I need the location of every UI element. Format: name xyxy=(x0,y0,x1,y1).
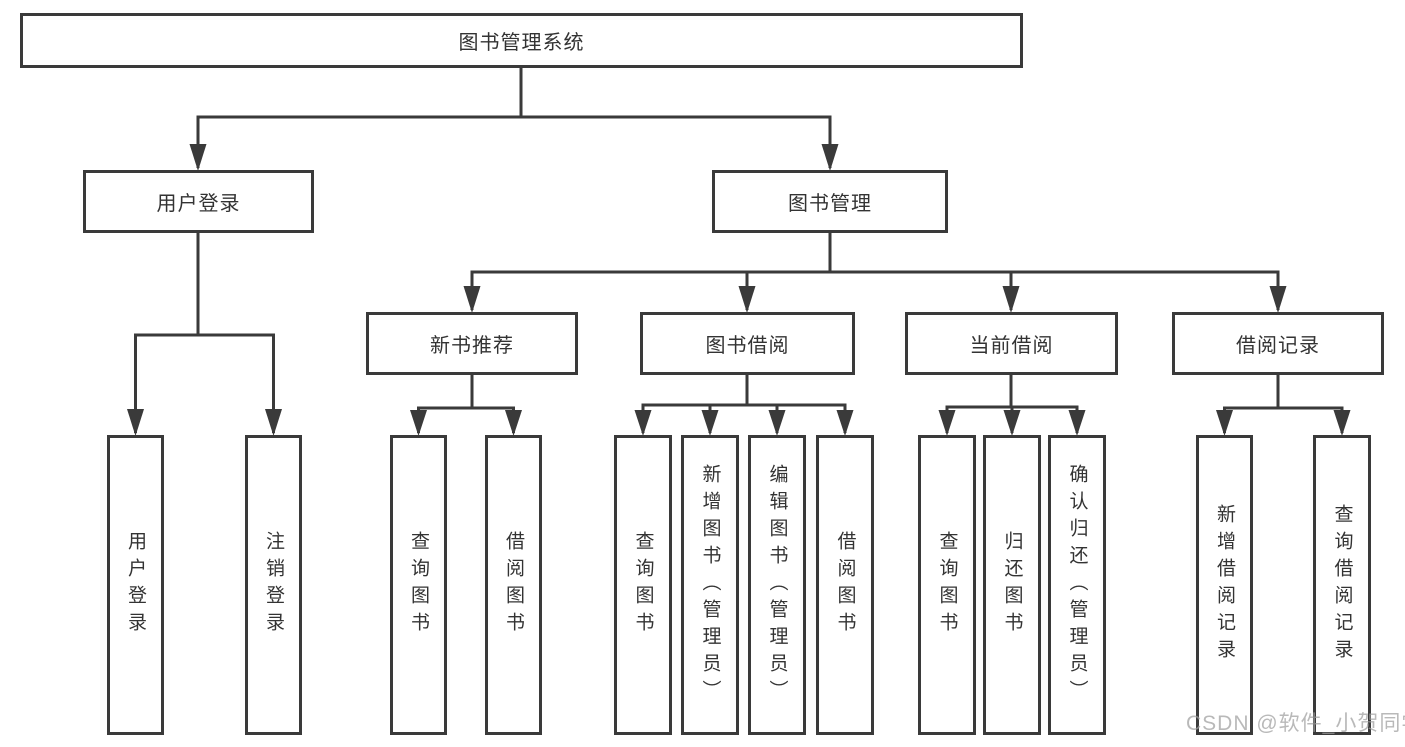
leaf-logout: 注销登录 xyxy=(245,435,302,735)
leaf-query-books-recommend: 查询图书 xyxy=(390,435,447,735)
node-current-borrow: 当前借阅 xyxy=(905,312,1118,375)
connector-book-borrow-to-leaves xyxy=(641,375,847,433)
leaf-confirm-return-admin: 确认归还（管理员） xyxy=(1048,435,1106,735)
leaf-edit-books-admin: 编辑图书（管理员） xyxy=(748,435,806,735)
leaf-query-borrow-record: 查询借阅记录 xyxy=(1313,435,1371,735)
connector-root-to-level2 xyxy=(196,68,832,168)
arrowheads xyxy=(127,144,1351,436)
leaf-query-books-current: 查询图书 xyxy=(918,435,976,735)
leaf-user-login: 用户登录 xyxy=(107,435,164,735)
connector-new-book-to-leaves xyxy=(417,375,515,433)
leaf-add-borrow-record: 新增借阅记录 xyxy=(1196,435,1253,735)
connector-borrow-records-to-leaves xyxy=(1223,375,1344,433)
node-borrow-records: 借阅记录 xyxy=(1172,312,1384,375)
node-new-book-recommend: 新书推荐 xyxy=(366,312,578,375)
leaf-return-books: 归还图书 xyxy=(983,435,1041,735)
node-book-borrow: 图书借阅 xyxy=(640,312,855,375)
leaf-borrow-books: 借阅图书 xyxy=(816,435,874,735)
leaf-query-books-borrow: 查询图书 xyxy=(614,435,672,735)
leaf-borrow-books-recommend: 借阅图书 xyxy=(485,435,542,735)
connector-book-management-to-level3 xyxy=(470,233,1280,310)
node-root: 图书管理系统 xyxy=(20,13,1023,68)
watermark-text: CSDN @软件_小贺同学 xyxy=(1186,712,1405,735)
connector-user-login-to-leaves xyxy=(134,233,275,433)
node-book-management: 图书管理 xyxy=(712,170,948,233)
leaf-add-books-admin: 新增图书（管理员） xyxy=(681,435,739,735)
node-user-login: 用户登录 xyxy=(83,170,314,233)
